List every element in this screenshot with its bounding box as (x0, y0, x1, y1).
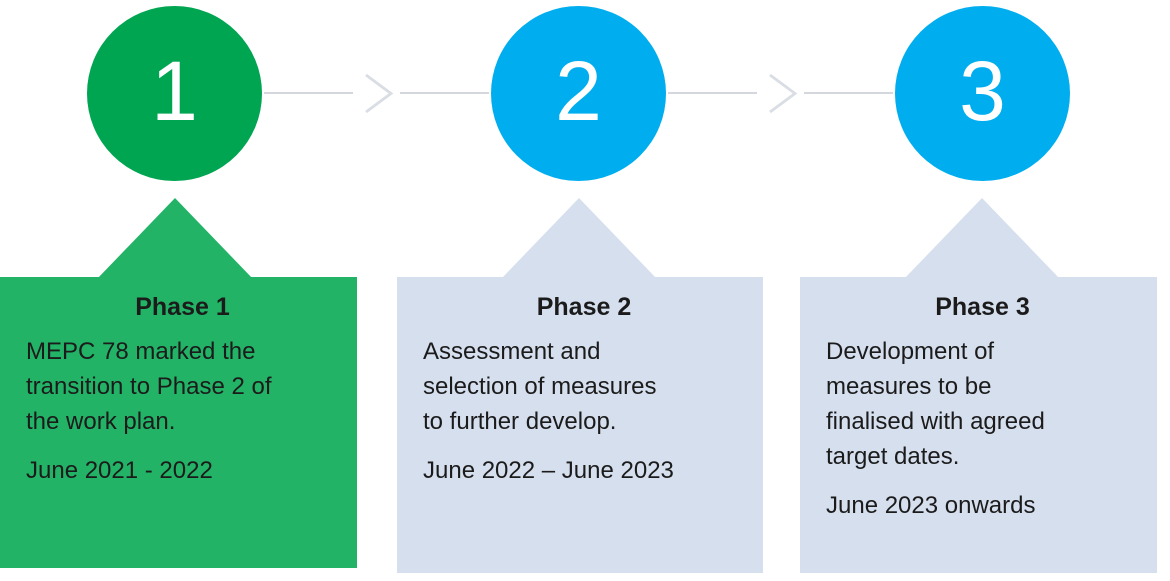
phase-3-description: Development of measures to be finalised … (826, 338, 1045, 470)
phase-2-number: 2 (555, 43, 602, 138)
phase-1-dates: June 2021 - 2022 (26, 457, 213, 484)
phase-2-dates: June 2022 – June 2023 (423, 457, 674, 484)
phase-2-description: Assessment and selection of measures to … (423, 338, 657, 435)
phase-1-circle: 1 (87, 6, 262, 181)
phase-3-number: 3 (959, 43, 1006, 138)
arrow-chevron-icon (769, 73, 798, 114)
arrow-chevron-icon (365, 73, 394, 114)
phase-3-dates: June 2023 onwards (826, 492, 1036, 519)
phase-2-title: Phase 2 (536, 293, 632, 321)
phase-1-box: Phase 1 MEPC 78 marked the transition to… (0, 277, 357, 568)
phase-1-pointer (97, 198, 253, 279)
phase-1-title: Phase 1 (135, 293, 230, 321)
phase-3-box: Phase 3 Development of measures to be fi… (800, 277, 1157, 573)
phase-2-pointer (501, 198, 657, 279)
phase-3-title: Phase 3 (935, 293, 1030, 321)
phase-2-circle: 2 (491, 6, 666, 181)
phase-1-number: 1 (151, 43, 198, 138)
phase-3-circle: 3 (895, 6, 1070, 181)
phase-1-description: MEPC 78 marked the transition to Phase 2… (26, 338, 272, 435)
phase-2-box: Phase 2 Assessment and selection of meas… (397, 277, 763, 573)
phase-3-pointer (904, 198, 1060, 279)
connector-arrows (264, 73, 893, 114)
